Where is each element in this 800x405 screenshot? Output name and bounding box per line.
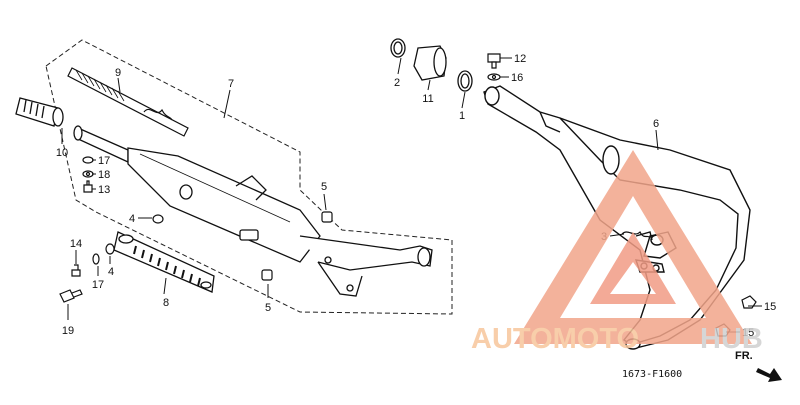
callout-12: 12 bbox=[514, 53, 526, 65]
grommet-4-top bbox=[152, 214, 164, 224]
heat-protector-part bbox=[113, 231, 215, 293]
callout-6: 6 bbox=[653, 118, 659, 130]
front-arrow-icon bbox=[756, 368, 782, 382]
callout-7: 7 bbox=[228, 78, 234, 90]
automotohub-watermark: AUTOMOTO HUB bbox=[471, 150, 763, 355]
callout-16: 16 bbox=[511, 72, 523, 84]
callout-4-top: 4 bbox=[129, 213, 135, 225]
seal-parts bbox=[390, 38, 473, 92]
callout-18: 18 bbox=[98, 169, 110, 181]
callout-10: 10 bbox=[56, 147, 68, 159]
callout-labels: 1 2 3 4 4 5 5 6 7 8 9 10 11 12 13 14 15 … bbox=[56, 53, 776, 339]
callout-5-top: 5 bbox=[321, 181, 327, 193]
spark-arrester-rod-part bbox=[67, 67, 189, 137]
washer-17-top bbox=[82, 156, 94, 164]
callout-17-bottom: 17 bbox=[92, 279, 104, 291]
callout-15-top: 15 bbox=[764, 301, 776, 313]
leader-lines bbox=[61, 57, 762, 333]
watermark-triangle-icon bbox=[514, 150, 752, 344]
drawing-code: 1673-F1600 bbox=[622, 369, 682, 380]
washer-17-bottom bbox=[92, 253, 100, 265]
callout-11: 11 bbox=[422, 93, 433, 105]
callout-14: 14 bbox=[70, 238, 82, 250]
front-direction-label: FR. bbox=[735, 350, 753, 362]
bolt-13 bbox=[83, 180, 93, 193]
exhaust-joint-part bbox=[15, 97, 64, 127]
callout-19: 19 bbox=[62, 325, 74, 337]
grommet-4-bottom bbox=[105, 243, 115, 255]
assembly-frame bbox=[45, 39, 453, 315]
muffler-assembly-part bbox=[73, 125, 433, 297]
callout-9: 9 bbox=[115, 67, 121, 79]
front-direction-indicator: FR. bbox=[735, 350, 782, 382]
callout-5-bottom: 5 bbox=[265, 302, 271, 314]
collar-5-top bbox=[321, 211, 333, 223]
watermark-brand-part1: AUTOMOTO bbox=[471, 323, 639, 355]
callout-8: 8 bbox=[163, 297, 169, 309]
bolt-19 bbox=[59, 289, 83, 303]
callout-13: 13 bbox=[98, 184, 110, 196]
collar-5-bottom bbox=[261, 269, 273, 281]
bolt-and-washer bbox=[487, 53, 501, 81]
callout-2: 2 bbox=[394, 77, 400, 89]
watermark-brand-part2: HUB bbox=[700, 323, 763, 355]
bolt-14 bbox=[71, 264, 81, 277]
small-hardware bbox=[59, 156, 333, 303]
spring-3 bbox=[621, 230, 651, 239]
callout-1: 1 bbox=[459, 110, 465, 122]
callout-17-top: 17 bbox=[98, 155, 110, 167]
nut-15-top bbox=[741, 295, 757, 309]
callout-4-bottom: 4 bbox=[108, 266, 114, 278]
